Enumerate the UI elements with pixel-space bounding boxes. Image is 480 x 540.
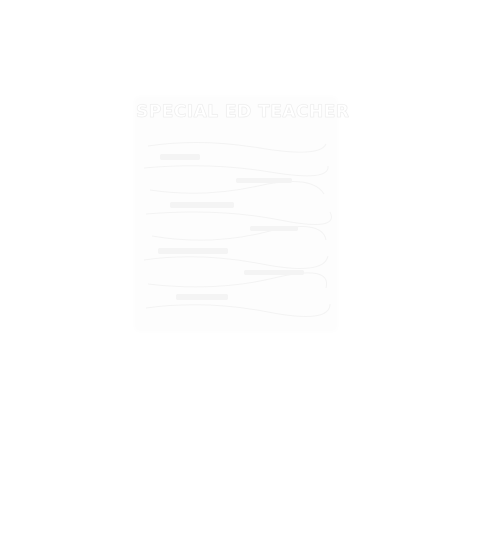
texture-patch xyxy=(170,202,234,208)
texture-stroke xyxy=(143,255,329,269)
texture-stroke xyxy=(147,141,327,153)
texture-patch xyxy=(158,248,228,254)
tshirt-design: SPECIAL ED TEACHER xyxy=(136,98,350,330)
texture-stroke xyxy=(147,272,328,289)
distressed-texture-art xyxy=(143,141,332,317)
texture-stroke xyxy=(145,303,331,317)
texture-stroke xyxy=(143,165,329,177)
texture-patch xyxy=(160,154,200,160)
texture-stroke xyxy=(149,181,325,195)
texture-patch xyxy=(236,178,292,183)
texture-stroke xyxy=(145,211,332,225)
texture-stroke xyxy=(151,226,327,241)
texture-patch xyxy=(250,226,298,231)
texture-patch xyxy=(244,270,304,275)
texture-patch xyxy=(176,294,228,300)
design-title: SPECIAL ED TEACHER xyxy=(136,102,350,123)
